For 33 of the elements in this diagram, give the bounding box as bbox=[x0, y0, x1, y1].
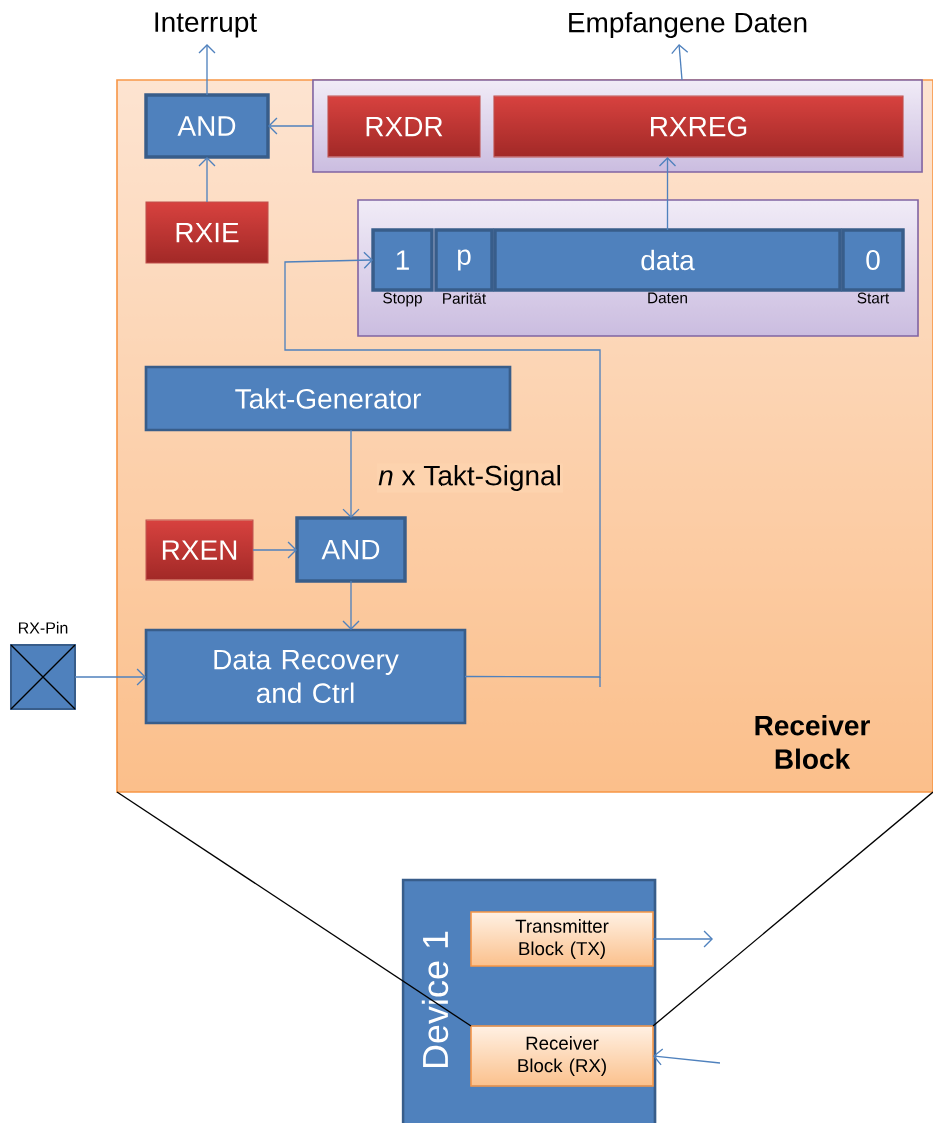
arrow bbox=[652, 930, 713, 948]
zoom-line bbox=[116, 791, 472, 1027]
arrow bbox=[74, 668, 147, 686]
frame-bit-cell: p bbox=[434, 228, 494, 292]
frame-bit-cell: 1 bbox=[371, 228, 434, 292]
process-box: Data Recovery and Ctrl bbox=[144, 628, 467, 725]
arrow bbox=[198, 44, 216, 96]
sub-block-box: Transmitter Block (TX) bbox=[470, 911, 654, 967]
arrow bbox=[658, 157, 677, 231]
register-box: RXREG bbox=[493, 95, 904, 158]
register-box: RXDR bbox=[327, 95, 481, 158]
frame-bit-cell: 0 bbox=[841, 228, 905, 292]
signal-label: Interrupt bbox=[155, 12, 257, 38]
register-box: RXEN bbox=[145, 519, 254, 581]
signal-label: Empfangene Daten bbox=[569, 11, 807, 39]
edge-label: n x Takt-Signal bbox=[376, 463, 564, 493]
arrow bbox=[671, 44, 689, 81]
field-label: Daten bbox=[648, 292, 687, 304]
arrow bbox=[653, 1048, 721, 1066]
field-label: Start bbox=[857, 292, 890, 304]
arrow bbox=[284, 251, 601, 678]
arrow bbox=[342, 429, 360, 519]
arrow bbox=[198, 157, 216, 203]
arrow bbox=[268, 117, 314, 135]
register-box: RXIE bbox=[145, 201, 269, 264]
and-gate-box: AND bbox=[295, 516, 407, 583]
process-box: Takt-Generator bbox=[144, 365, 512, 432]
sub-block-box: Receiver Block (RX) bbox=[470, 1025, 654, 1087]
arrow bbox=[252, 541, 297, 559]
and-gate-box: AND bbox=[144, 93, 270, 159]
arrow bbox=[342, 580, 360, 630]
field-label: Stopp bbox=[383, 292, 422, 307]
field-label: Parität bbox=[443, 292, 487, 304]
